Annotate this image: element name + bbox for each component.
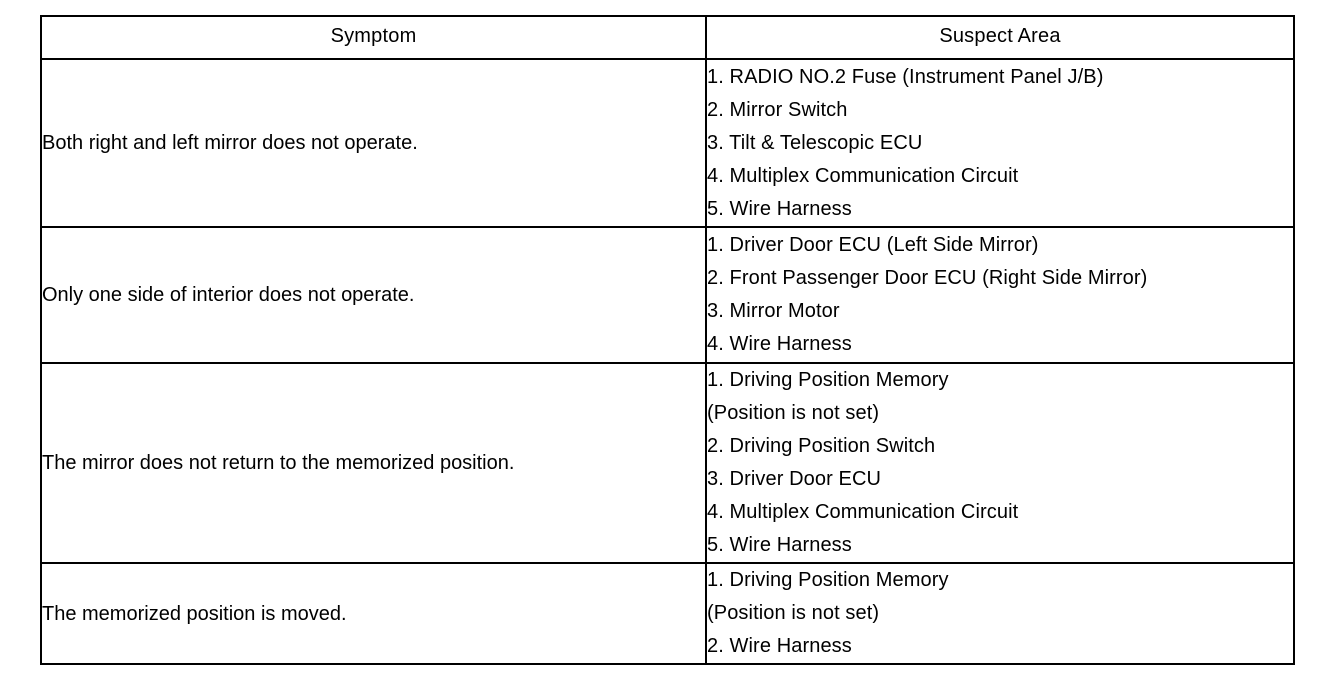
suspect-area-cell: 1. RADIO NO.2 Fuse (Instrument Panel J/B… [705,58,1295,228]
suspect-area-item: 3. Tilt & Telescopic ECU [707,131,923,154]
suspect-area-cell: 1. Driver Door ECU (Left Side Mirror) 2.… [705,226,1295,364]
table-row: The memorized position is moved. 1. Driv… [40,562,1295,665]
table-row: Only one side of interior does not opera… [40,226,1295,364]
suspect-area-item: 3. Mirror Motor [707,300,840,322]
suspect-area-list: 1. Driving Position Memory (Position is … [707,564,1293,663]
suspect-area-item: (Position is not set) [707,402,880,424]
suspect-area-item: (Position is not set) [707,602,880,624]
suspect-area-item: 1. Driving Position Memory [707,569,949,591]
suspect-area-item: 4. Wire Harness [707,333,852,355]
suspect-area-item: 4. Multiplex Communication Circuit [707,164,1019,187]
symptom-suspect-area-table: Symptom Suspect Area Both right and left… [40,15,1295,665]
symptom-cell: The mirror does not return to the memori… [40,362,707,564]
suspect-area-item: 3. Driver Door ECU [707,468,882,490]
column-header-suspect-area: Suspect Area [705,15,1295,60]
symptom-cell: Only one side of interior does not opera… [40,226,707,364]
suspect-area-item: 1. Driver Door ECU (Left Side Mirror) [707,234,1039,256]
table-header: Symptom Suspect Area [40,15,1295,60]
suspect-area-list: 1. Driver Door ECU (Left Side Mirror) 2.… [707,229,1293,361]
suspect-area-item: 2. Mirror Switch [707,98,848,121]
table-row: The mirror does not return to the memori… [40,362,1295,564]
suspect-area-cell: 1. Driving Position Memory (Position is … [705,362,1295,564]
table-header-row: Symptom Suspect Area [40,15,1295,60]
suspect-area-item: 5. Wire Harness [707,197,852,220]
suspect-area-list: 1. Driving Position Memory (Position is … [707,364,1293,562]
suspect-area-list: 1. RADIO NO.2 Fuse (Instrument Panel J/B… [707,61,1293,226]
suspect-area-item: 4. Multiplex Communication Circuit [707,501,1019,523]
suspect-area-item: 5. Wire Harness [707,534,852,556]
suspect-area-item: 1. RADIO NO.2 Fuse (Instrument Panel J/B… [707,65,1104,88]
suspect-area-item: 1. Driving Position Memory [707,369,949,391]
suspect-area-item: 2. Wire Harness [707,635,852,657]
suspect-area-item: 2. Driving Position Switch [707,435,936,457]
suspect-area-item: 2. Front Passenger Door ECU (Right Side … [707,267,1148,289]
table-body: Both right and left mirror does not oper… [40,58,1295,665]
column-header-symptom: Symptom [40,15,707,60]
table-row: Both right and left mirror does not oper… [40,58,1295,228]
suspect-area-cell: 1. Driving Position Memory (Position is … [705,562,1295,665]
symptom-cell: Both right and left mirror does not oper… [40,58,707,228]
symptom-cell: The memorized position is moved. [40,562,707,665]
